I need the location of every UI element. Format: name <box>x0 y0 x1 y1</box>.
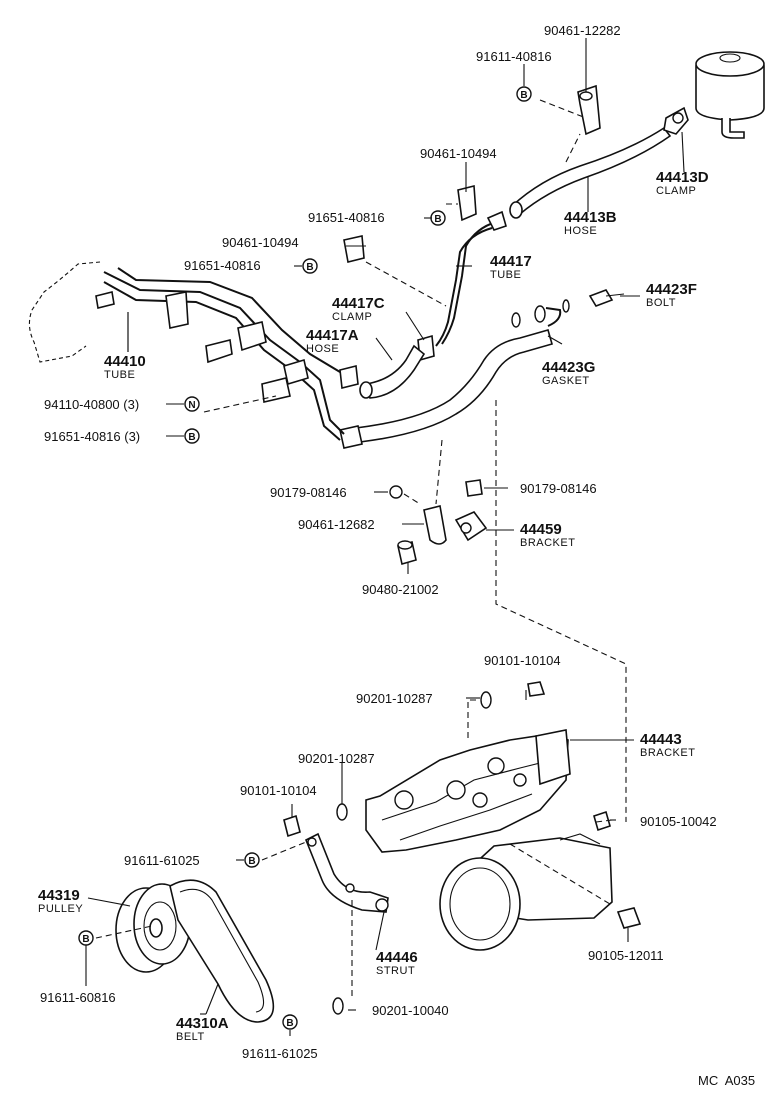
label-94110-40800: 94110-40800 (3) <box>44 397 139 412</box>
label-90461-10494-a: 90461-10494 <box>420 146 497 161</box>
svg-text:B: B <box>434 214 441 225</box>
code-44423g: 44423G <box>542 359 595 376</box>
label-91651-40816-a: 91651-40816 <box>308 210 385 225</box>
clamp-90461-10494-a-drawing <box>446 184 477 222</box>
hose-44413b-drawing <box>509 106 689 219</box>
bolt-90105-12011-drawing <box>616 907 642 929</box>
label-90461-12682: 90461-12682 <box>298 517 375 532</box>
sub-44413b: HOSE <box>564 225 597 237</box>
code-44446: 44446 <box>376 949 418 966</box>
symbol-n-94110-40800: N <box>184 396 200 412</box>
clamp-90461-12682-drawing <box>389 439 447 545</box>
leader-fastener-3 <box>203 395 277 413</box>
leader-main <box>495 400 627 822</box>
symbol-b-91651-40816-a: B <box>430 210 446 226</box>
symbol-b-91651-40816-b: B <box>302 258 318 274</box>
svg-text:B: B <box>82 934 89 945</box>
label-90179-08146-right: 90179-08146 <box>520 481 597 496</box>
tube-44417-drawing <box>435 210 507 347</box>
code-44410: 44410 <box>104 353 146 370</box>
label-91611-40816-top: 91611-40816 <box>476 49 552 64</box>
label-90201-10040: 90201-10040 <box>372 1003 449 1018</box>
washer-90201-10287-b-drawing <box>336 803 348 821</box>
clamp-90461-10494-b-drawing <box>343 235 447 307</box>
svg-text:B: B <box>188 432 195 443</box>
footer-code: MC A035 <box>698 1073 755 1088</box>
code-44423f: 44423F <box>646 281 697 298</box>
label-90480-21002: 90480-21002 <box>362 582 439 597</box>
svg-text:N: N <box>188 400 195 411</box>
label-91611-61025-b: 91611-61025 <box>242 1046 318 1061</box>
label-90201-10287-b: 90201-10287 <box>298 751 375 766</box>
sub-44417c: CLAMP <box>332 311 372 323</box>
label-90461-10494-b: 90461-10494 <box>222 235 299 250</box>
label-91611-60816: 91611-60816 <box>40 990 116 1005</box>
sub-44410: TUBE <box>104 369 135 381</box>
tube-44410-drawing <box>28 261 359 441</box>
collar-90480-21002-drawing <box>397 540 417 566</box>
label-90461-12282: 90461-12282 <box>544 23 621 38</box>
strut-44446-drawing <box>261 819 613 998</box>
label-91651-40816-3: 91651-40816 (3) <box>44 429 140 444</box>
code-44310a: 44310A <box>176 1015 229 1032</box>
label-90101-10104-left: 90101-10104 <box>240 783 317 798</box>
symbol-b-91651-40816-3: B <box>184 428 200 444</box>
symbol-b-91611-60816: B <box>78 930 94 946</box>
symbol-b-91611-40816: B <box>516 86 532 102</box>
code-44443: 44443 <box>640 731 682 748</box>
leader-lines <box>85 38 685 1015</box>
label-90101-10104-top: 90101-10104 <box>484 653 561 668</box>
svg-text:B: B <box>286 1018 293 1029</box>
sub-44443: BRACKET <box>640 747 695 759</box>
pump-drawing <box>439 833 613 951</box>
washer-90201-10287-a-drawing <box>480 691 492 709</box>
symbol-b-91611-61025-a: B <box>244 852 260 868</box>
clamp-90461-12282-drawing <box>539 84 601 163</box>
sub-44413d: CLAMP <box>656 185 696 197</box>
code-44417c: 44417C <box>332 295 385 312</box>
label-91651-40816-b: 91651-40816 <box>184 258 261 273</box>
sub-44417: TUBE <box>490 269 521 281</box>
bracket-44443-drawing <box>365 699 571 853</box>
sub-44319: PULLEY <box>38 903 83 915</box>
belt-44310a-drawing <box>169 879 275 1023</box>
code-44459: 44459 <box>520 521 562 538</box>
label-91611-61025-a: 91611-61025 <box>124 853 200 868</box>
hose-44417a-drawing <box>359 344 426 399</box>
sub-44417a: HOSE <box>306 343 339 355</box>
code-44417: 44417 <box>490 253 532 270</box>
label-90179-08146-left: 90179-08146 <box>270 485 347 500</box>
label-90105-12011: 90105-12011 <box>588 948 664 963</box>
sub-44423f: BOLT <box>646 297 676 309</box>
sub-44423g: GASKET <box>542 375 590 387</box>
code-44413b: 44413B <box>564 209 617 226</box>
code-44413d: 44413D <box>656 169 709 186</box>
svg-text:B: B <box>520 90 527 101</box>
label-90105-10042: 90105-10042 <box>640 814 717 829</box>
sub-44310a: BELT <box>176 1031 205 1043</box>
code-44417a: 44417A <box>306 327 359 344</box>
pressure-hose-drawing <box>339 289 625 449</box>
reservoir-drawing <box>695 51 765 139</box>
symbol-connectors <box>166 217 432 1036</box>
bolt-90101-10104-left-drawing <box>283 814 301 838</box>
sub-44459: BRACKET <box>520 537 575 549</box>
bracket-44459-drawing <box>454 479 488 542</box>
svg-text:B: B <box>306 262 313 273</box>
svg-text:B: B <box>248 856 255 867</box>
symbol-b-91611-61025-b: B <box>282 1014 298 1030</box>
sub-44446: STRUT <box>376 965 415 977</box>
label-90201-10287-a: 90201-10287 <box>356 691 433 706</box>
washer-90201-10040-drawing <box>332 997 344 1015</box>
bolt-90101-10104-top-drawing <box>525 681 546 700</box>
code-44319: 44319 <box>38 887 80 904</box>
